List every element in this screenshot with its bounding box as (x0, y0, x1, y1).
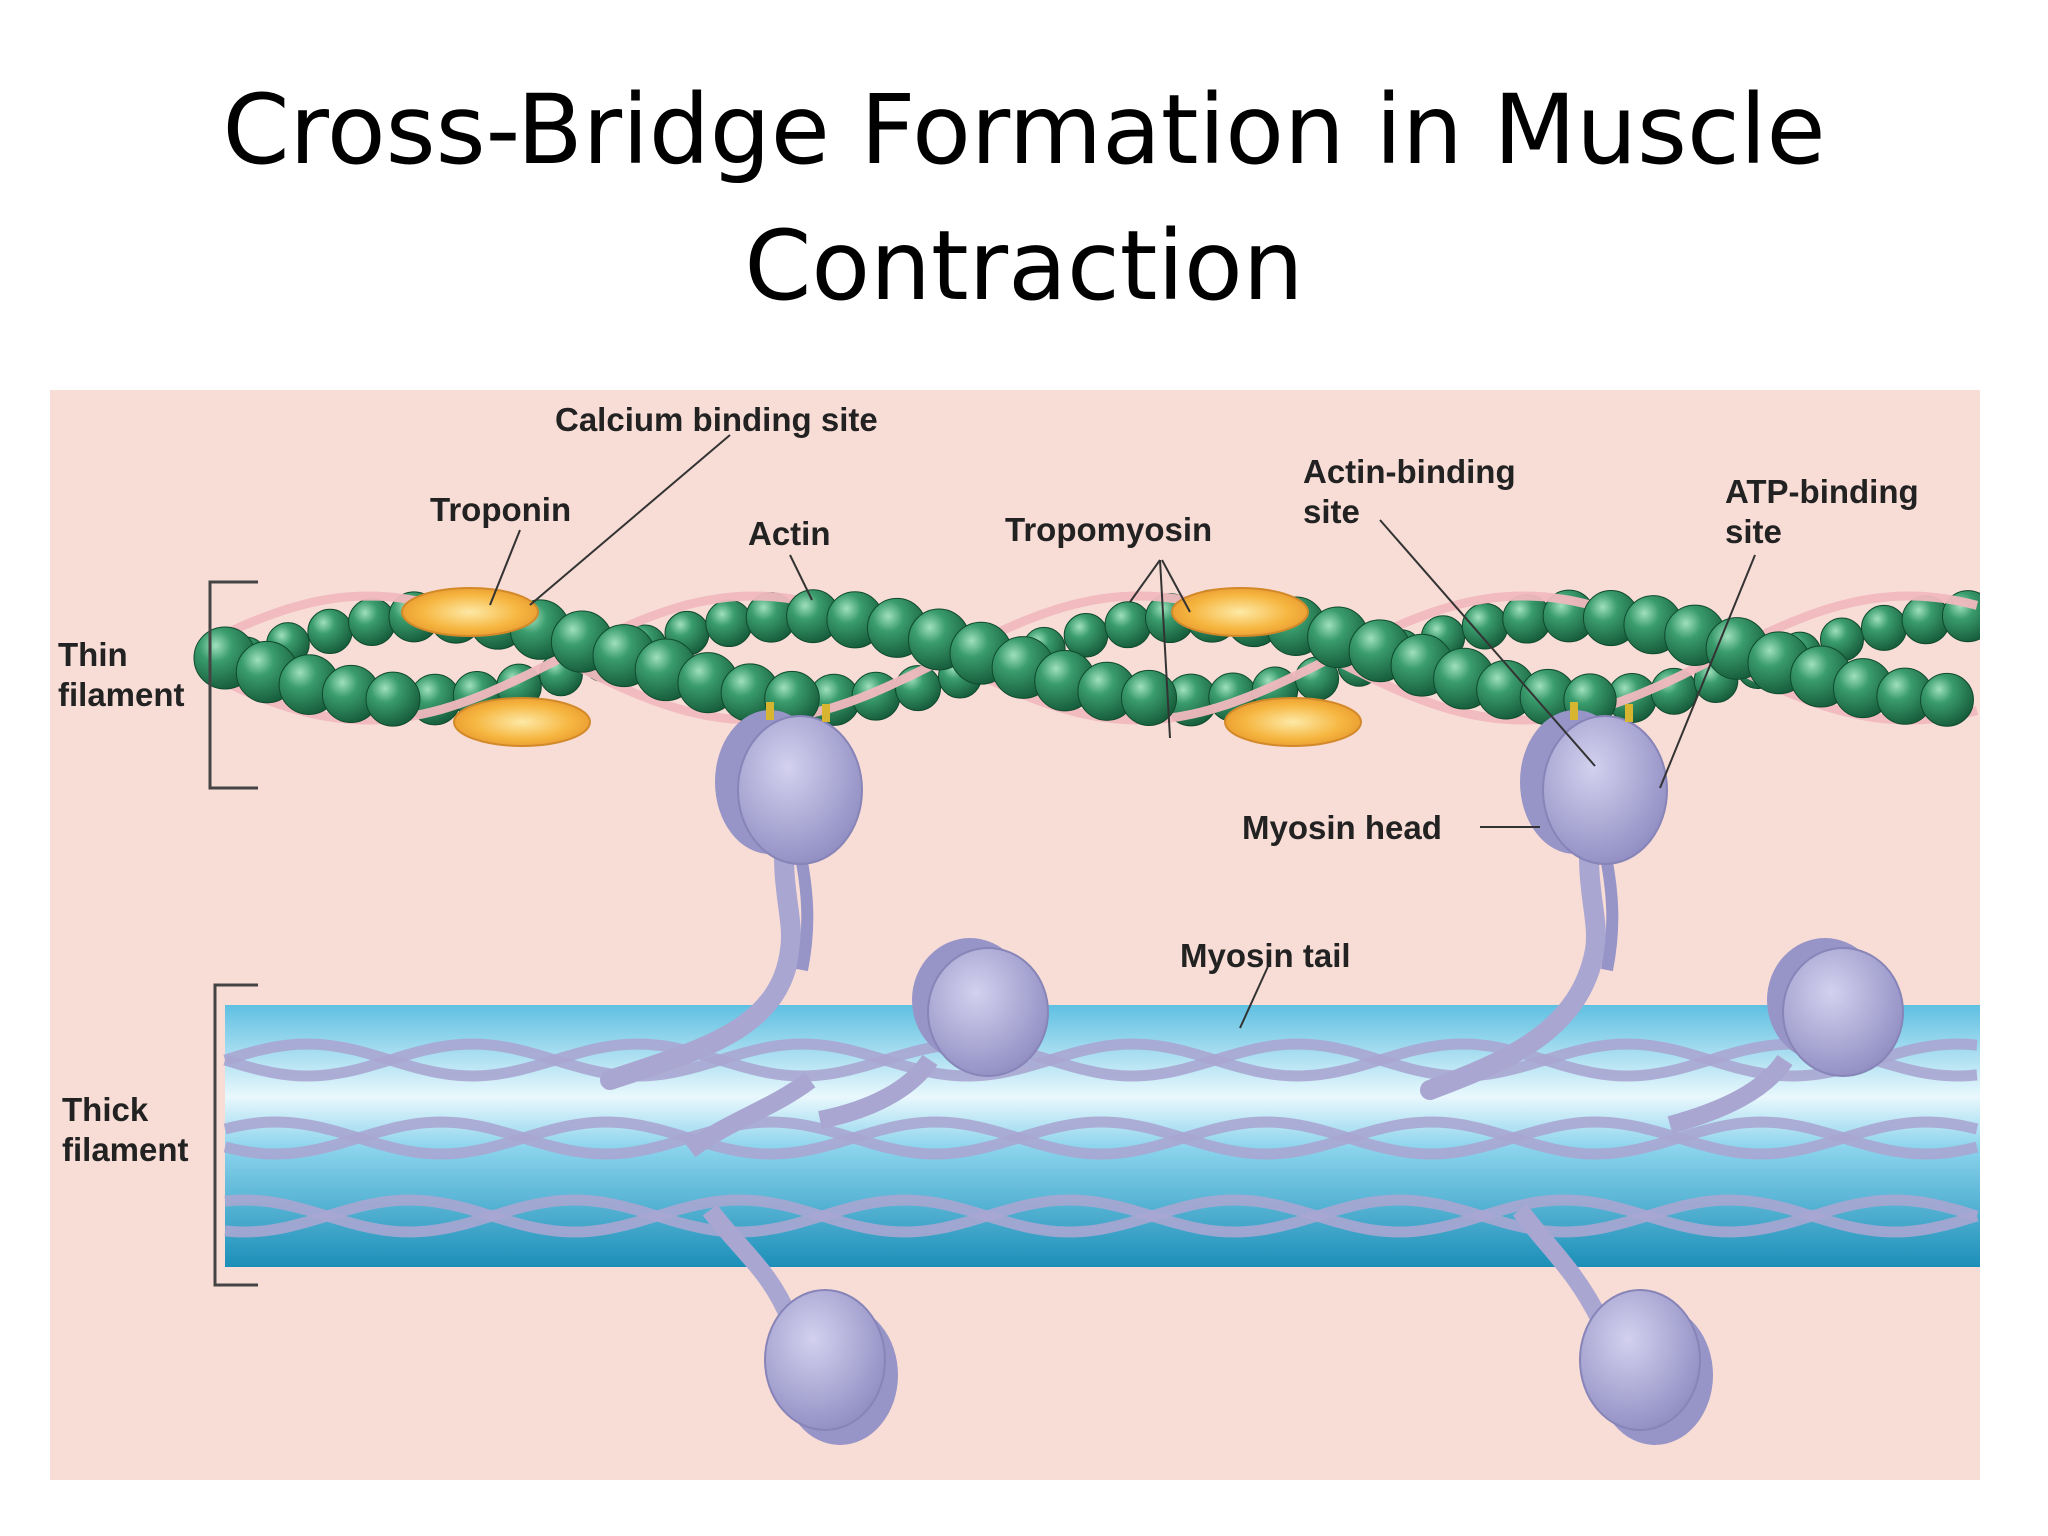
troponin-4 (1224, 697, 1362, 747)
label-actin-binding-site-line-2: site (1303, 493, 1360, 530)
actin-monomer (705, 599, 753, 648)
slide-title-line-1: Cross-Bridge Formation in Muscle (222, 74, 1826, 186)
label-calcium-binding-site: Calcium binding site (555, 401, 878, 438)
binding-site-1a (766, 702, 774, 720)
myosin-tail-strand (223, 1038, 1978, 1082)
label-thin-filament-line-2: filament (58, 676, 185, 713)
label-atp-binding-site: ATP-binding site (1725, 472, 1919, 552)
label-thick-filament-line-1: Thick (62, 1091, 149, 1128)
actin-monomer (307, 608, 353, 655)
label-thin-filament: Thin filament (58, 635, 185, 715)
label-tropomyosin: Tropomyosin (1005, 511, 1213, 548)
binding-site-1b (822, 704, 830, 722)
diagram-canvas (193, 434, 1980, 1445)
label-actin-binding-site: Actin-binding site (1303, 452, 1516, 532)
label-thick-filament-line-2: filament (62, 1131, 189, 1168)
label-atp-binding-site-line-1: ATP-binding (1725, 473, 1919, 510)
leader-lines (489, 434, 1756, 1029)
actin-monomer (1860, 604, 1908, 651)
myosin-head-free-1 (684, 938, 1049, 1158)
thin-filament-bracket (208, 580, 258, 790)
myosin-tail-strand (224, 1194, 1979, 1238)
troponin-3 (1171, 587, 1309, 637)
thick-filament-bracket (213, 983, 258, 1287)
myosin-head-free-2 (1667, 938, 1904, 1134)
actin-monomer (1120, 669, 1178, 726)
label-myosin-tail: Myosin tail (1180, 937, 1351, 974)
myosin-head-1 (737, 715, 863, 865)
myosin-cross-bridge-2 (1420, 702, 1668, 1100)
actin-monomer (1920, 672, 1974, 727)
myosin-head-free-3 (702, 1204, 898, 1445)
slide-title: Cross-Bridge Formation in Muscle Contrac… (0, 62, 2048, 334)
slide-title-line-2: Contraction (744, 210, 1304, 322)
actin-monomer (348, 598, 396, 646)
troponin-2 (453, 697, 591, 747)
myosin-neck-1 (600, 820, 802, 1090)
label-actin: Actin (748, 515, 831, 552)
cross-bridge-diagram: Calcium binding site Troponin Actin Trop… (50, 390, 1980, 1480)
myosin-head-2 (1542, 715, 1668, 865)
myosin-tail-strand (223, 1116, 1979, 1160)
label-thick-filament: Thick filament (62, 1090, 189, 1170)
myosin-cross-bridge-1 (600, 702, 863, 1090)
myosin-tails-group (223, 1038, 1979, 1238)
label-actin-binding-site-line-1: Actin-binding (1303, 453, 1516, 490)
label-troponin: Troponin (430, 491, 572, 528)
myosin-head-free-4 (1512, 1204, 1713, 1445)
myosin-tail-strand (223, 1038, 1978, 1082)
label-thin-filament-line-1: Thin (58, 636, 128, 673)
troponin-1 (401, 587, 539, 637)
binding-site-2b (1625, 704, 1633, 722)
label-myosin-head: Myosin head (1242, 809, 1442, 846)
actin-monomer (1104, 601, 1152, 649)
binding-site-2a (1570, 702, 1578, 720)
myosin-tail-strand (224, 1194, 1979, 1238)
label-atp-binding-site-line-2: site (1725, 513, 1782, 550)
actin-monomer (365, 671, 421, 727)
actin-monomer (1461, 603, 1509, 650)
myosin-neck-2 (1420, 820, 1607, 1100)
